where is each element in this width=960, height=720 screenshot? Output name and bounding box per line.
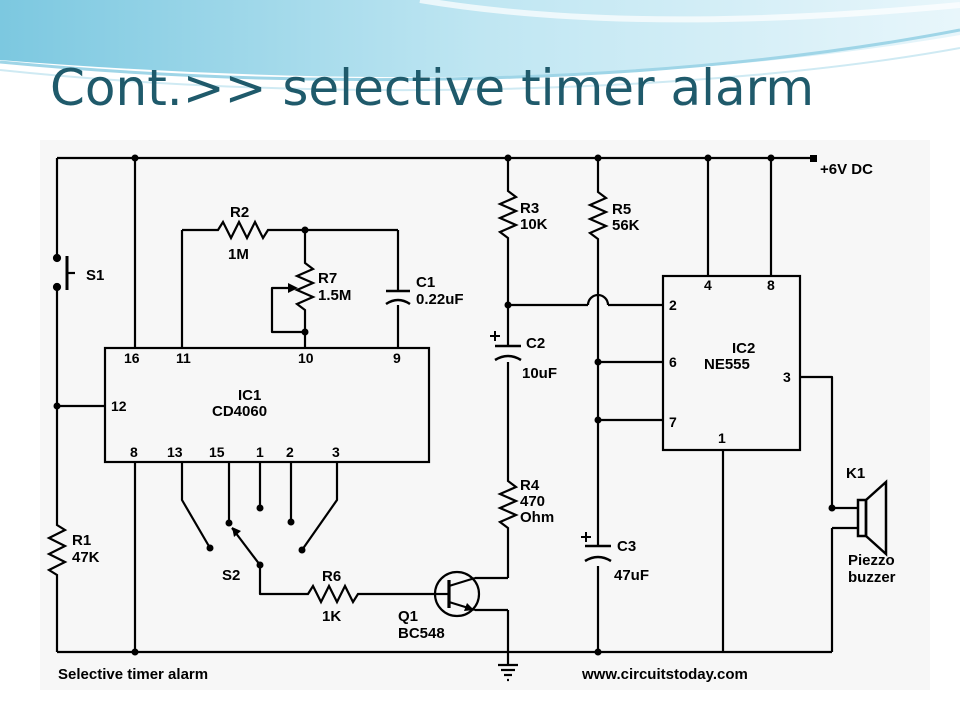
ic1-pin-12: 12 (111, 398, 127, 414)
ic1-pin-8: 8 (130, 444, 138, 460)
supply-terminal (810, 155, 817, 162)
ic2-part: NE555 (704, 356, 750, 373)
ic1-pin-13: 13 (167, 444, 183, 460)
c3-capacitor-icon (584, 544, 612, 563)
r4-resistor-icon (497, 475, 519, 539)
ic1-pin-15: 15 (209, 444, 225, 460)
labels: +6V DC S1 R1 47K R2 1M R7 1.5M C1 0.22uF… (58, 161, 896, 683)
c1-value: 0.22uF (416, 291, 464, 308)
ic1-ref: IC1 (238, 387, 261, 404)
ground-icon (498, 663, 518, 682)
k1-line2: buzzer (848, 569, 896, 586)
r7-ref: R7 (318, 270, 337, 287)
s2-ref: S2 (222, 567, 240, 584)
s2-wiper-arrow-icon (232, 527, 241, 537)
ic1-pin-11: 11 (176, 350, 191, 366)
r6-resistor-icon (303, 583, 363, 605)
ic1-box (103, 346, 431, 464)
website-credit: www.circuitstoday.com (581, 666, 748, 683)
ic2-pin-8: 8 (767, 277, 775, 293)
r6-ref: R6 (322, 568, 341, 585)
polarity-plus-icons (490, 331, 591, 542)
supply-label: +6V DC (820, 161, 873, 178)
junction-dots (53, 154, 836, 656)
ic2-pin-2: 2 (669, 297, 677, 313)
slide-title: Cont.>> selective timer alarm (50, 59, 815, 117)
capacitor-symbols (385, 289, 612, 563)
r1-resistor-icon (46, 518, 68, 580)
r5-value: 56K (612, 217, 640, 234)
r1-value: 47K (72, 549, 100, 566)
r2-value: 1M (228, 246, 249, 263)
resistor-symbols (46, 186, 609, 605)
ic1-pin-10: 10 (298, 350, 314, 366)
ic2-pin-1: 1 (718, 430, 726, 446)
ic1-pin-1: 1 (256, 444, 264, 460)
r6-value: 1K (322, 608, 341, 625)
c2-ref: C2 (526, 335, 545, 352)
c3-value: 47uF (614, 567, 649, 584)
c2-capacitor-icon (494, 344, 522, 362)
r4-ref: R4 (520, 477, 540, 494)
ic1-part: CD4060 (212, 403, 267, 420)
c1-capacitor-icon (385, 289, 411, 306)
ic1-pin-16: 16 (124, 350, 140, 366)
schematic-panel: +6V DC S1 R1 47K R2 1M R7 1.5M C1 0.22uF… (40, 140, 930, 690)
k1-line1: Piezzo (848, 552, 895, 569)
q1-emitter-arrow-icon (464, 603, 474, 611)
r2-resistor-icon (213, 219, 273, 241)
r4-value: 470 (520, 493, 545, 510)
switch-s1-icon (52, 253, 75, 292)
c2-value: 10uF (522, 365, 557, 382)
r3-resistor-icon (497, 186, 519, 246)
c3-ref: C3 (617, 538, 636, 555)
ic1-pin-9: 9 (393, 350, 401, 366)
schematic-caption: Selective timer alarm (58, 666, 208, 683)
r7-resistor-icon (294, 258, 316, 322)
s1-ref: S1 (86, 267, 104, 284)
k1-ref: K1 (846, 465, 865, 482)
ic2-box (661, 274, 802, 452)
ic2-ref: IC2 (732, 340, 755, 357)
ic2-pin-4: 4 (704, 277, 712, 293)
wires (55, 156, 858, 665)
piezzo-buzzer-icon (856, 479, 888, 557)
r2-ref: R2 (230, 204, 249, 221)
ic1-pin-3: 3 (332, 444, 340, 460)
r7-wiper-arrow-icon (288, 283, 298, 293)
r3-ref: R3 (520, 200, 539, 217)
ic2-pin-6: 6 (669, 354, 677, 370)
switch-s2-contacts (206, 504, 306, 569)
header-banner (0, 0, 960, 110)
r1-ref: R1 (72, 532, 91, 549)
ic1-pin-2: 2 (286, 444, 294, 460)
r7-value: 1.5M (318, 287, 351, 304)
q1-part: BC548 (398, 625, 445, 642)
r4-unit: Ohm (520, 509, 554, 526)
q1-ref: Q1 (398, 608, 418, 625)
c1-ref: C1 (416, 274, 435, 291)
r5-ref: R5 (612, 201, 631, 218)
circuit-schematic: +6V DC S1 R1 47K R2 1M R7 1.5M C1 0.22uF… (46, 154, 896, 683)
r3-value: 10K (520, 216, 548, 233)
ic2-pin-7: 7 (669, 414, 677, 430)
r5-resistor-icon (587, 187, 609, 247)
ic2-pin-3: 3 (783, 369, 791, 385)
